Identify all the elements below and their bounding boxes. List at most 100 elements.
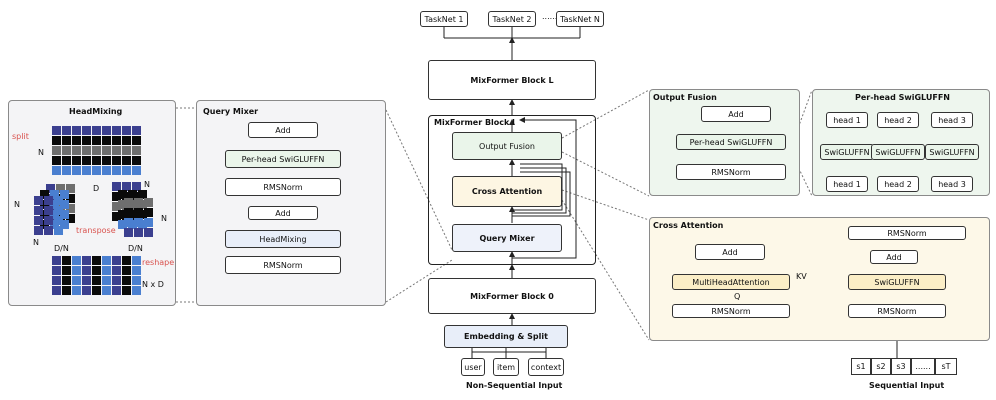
matrix-cell [92, 146, 101, 155]
swigluffn-1: SwiGLUFFN [820, 144, 874, 160]
non-sequential-input-label: Non-Sequential Input [466, 381, 563, 390]
n-label-right: N [161, 214, 167, 223]
qm-rmsnorm-bottom: RMSNorm [225, 256, 341, 274]
matrix-cell [46, 184, 55, 193]
matrix-cell [132, 286, 141, 295]
matrix-cell [82, 276, 91, 285]
matrix-cell [92, 156, 101, 165]
tasknet-ellipsis: ...... [542, 12, 558, 21]
matrix-cell [72, 276, 81, 285]
matrix-cell [112, 192, 121, 201]
matrix-cell [62, 146, 71, 155]
seq-s1: s1 [851, 358, 871, 375]
qm-per-head-swiglu: Per-head SwiGLUFFN [225, 150, 341, 168]
matrix-cell [122, 266, 131, 275]
matrix-cell [50, 190, 59, 199]
matrix-cell [112, 202, 121, 211]
embedding-split-block: Embedding & Split [444, 325, 568, 348]
matrix-cell [62, 136, 71, 145]
matrix-cell [112, 126, 121, 135]
seq-ellipsis: ...... [911, 358, 935, 375]
matrix-cell [132, 266, 141, 275]
matrix-cell [82, 136, 91, 145]
matrix-cell [124, 208, 133, 217]
matrix-cell [62, 266, 71, 275]
matrix-cell [52, 166, 61, 175]
matrix-cell [52, 156, 61, 165]
matrix-cell [112, 256, 121, 265]
matrix-cell [62, 276, 71, 285]
split-label: split [12, 132, 29, 141]
matrix-cell [72, 286, 81, 295]
matrix-cell [92, 286, 101, 295]
matrix-cell [92, 276, 101, 285]
matrix-cell [52, 266, 61, 275]
seq-s2: s2 [871, 358, 891, 375]
headmixing-title: HeadMixing [69, 107, 123, 116]
qm-add-top: Add [248, 122, 318, 138]
matrix-cell [62, 166, 71, 175]
seq-s3: s3 [891, 358, 911, 375]
matrix-cell [102, 286, 111, 295]
n-label-left: N [14, 200, 20, 209]
nxd-label: N x D [142, 280, 164, 289]
d-label-top: D [93, 184, 100, 193]
matrix-cell [52, 136, 61, 145]
matrix-cell [60, 190, 69, 199]
matrix-cell [112, 276, 121, 285]
n-label-right-top: N [144, 180, 150, 189]
matrix-cell [44, 226, 53, 235]
matrix-cell [112, 212, 121, 221]
matrix-cell [144, 208, 153, 217]
mixformer-block-0: MixFormer Block 0 [428, 278, 596, 314]
matrix-cell [62, 126, 71, 135]
matrix-cell [118, 210, 127, 219]
swigluffn-3: SwiGLUFFN [925, 144, 979, 160]
matrix-cell [62, 156, 71, 165]
cross-attention-title: Cross Attention [653, 221, 724, 230]
matrix-cell [72, 266, 81, 275]
tasknet-2: TaskNet 2 [488, 11, 536, 27]
matrix-cell [72, 126, 81, 135]
matrix-cell [122, 146, 131, 155]
q-label: Q [734, 292, 741, 301]
matrix-cell [72, 256, 81, 265]
matrix-cell [60, 220, 69, 229]
matrix-cell [52, 276, 61, 285]
qm-headmixing: HeadMixing [225, 230, 341, 248]
matrix-cell [82, 266, 91, 275]
of-rmsnorm: RMSNorm [676, 164, 786, 180]
matrix-cell [54, 196, 63, 205]
head-2-in: head 2 [877, 176, 919, 192]
matrix-cell [44, 206, 53, 215]
matrix-cell [112, 182, 121, 191]
matrix-cell [132, 156, 141, 165]
matrix-cell [122, 286, 131, 295]
matrix-cell [132, 126, 141, 135]
matrix-cell [112, 286, 121, 295]
matrix-cell [66, 214, 75, 223]
tasknet-1: TaskNet 1 [420, 11, 468, 27]
output-fusion-block: Output Fusion [452, 132, 562, 160]
matrix-cell [66, 194, 75, 203]
matrix-cell [72, 136, 81, 145]
matrix-cell [122, 156, 131, 165]
head-3-in: head 3 [931, 176, 973, 192]
matrix-cell [124, 218, 133, 227]
query-mixer-block: Query Mixer [452, 224, 562, 252]
matrix-cell [62, 256, 71, 265]
matrix-cell [56, 184, 65, 193]
matrix-cell [62, 286, 71, 295]
tasknet-n: TaskNet N [556, 11, 604, 27]
input-user: user [461, 358, 485, 376]
of-add: Add [701, 106, 771, 122]
matrix-cell [132, 276, 141, 285]
matrix-cell [44, 196, 53, 205]
matrix-cell [92, 166, 101, 175]
swigluffn-2: SwiGLUFFN [871, 144, 925, 160]
matrix-cell [34, 216, 43, 225]
sequential-input-label: Sequential Input [869, 381, 945, 390]
matrix-cell [112, 166, 121, 175]
ca-multihead-attention: MultiHeadAttention [672, 274, 790, 290]
transpose-label: transpose [76, 226, 116, 235]
